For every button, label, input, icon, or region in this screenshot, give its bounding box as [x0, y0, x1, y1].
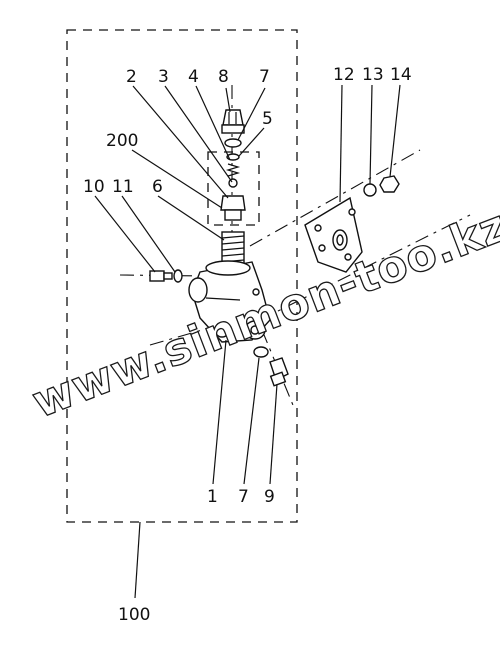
- label-200: 200: [106, 131, 138, 151]
- part-5-ring: [226, 153, 240, 161]
- part-8-cap: [221, 109, 245, 134]
- part-6-spring: [221, 231, 245, 265]
- part-9-fitting: [269, 357, 289, 387]
- part-14-nut: [379, 175, 400, 193]
- label-4: 4: [188, 67, 199, 87]
- axis-line-diagonal-upper: [249, 149, 421, 247]
- part-7-washer-upper: [224, 138, 242, 148]
- label-9: 9: [264, 487, 275, 507]
- label-100: 100: [118, 605, 150, 625]
- label-3: 3: [158, 67, 169, 87]
- label-13: 13: [362, 65, 384, 85]
- axis-line-diagonal-lower: [259, 214, 471, 321]
- label-1: 1: [207, 487, 218, 507]
- part-10-bolt: [149, 270, 173, 282]
- watermark-text: www.sinmon-too.kz: [26, 200, 500, 428]
- part-4-spring: [225, 163, 241, 177]
- leader-lines: [94, 84, 401, 599]
- label-10: 10: [83, 177, 105, 197]
- label-12: 12: [333, 65, 355, 85]
- label-5: 5: [262, 109, 273, 129]
- label-14: 14: [390, 65, 412, 85]
- part-12-plate: [304, 196, 363, 273]
- part-2-valve-seat: [220, 195, 246, 221]
- label-11: 11: [112, 177, 134, 197]
- label-8: 8: [218, 67, 229, 87]
- part-13-washer: [363, 183, 377, 197]
- label-7-lower: 7: [238, 487, 249, 507]
- label-7-upper: 7: [259, 67, 270, 87]
- part-1-housing: [188, 260, 271, 343]
- label-6: 6: [152, 177, 163, 197]
- assembly-boundary-100: [66, 29, 298, 523]
- part-11-washer: [173, 269, 183, 283]
- part-7-washer-lower: [253, 346, 269, 358]
- label-2: 2: [126, 67, 137, 87]
- part-labels: 2 3 4 8 7 5 200 10 11 6 12 13 14 1 7 9 1…: [83, 65, 412, 625]
